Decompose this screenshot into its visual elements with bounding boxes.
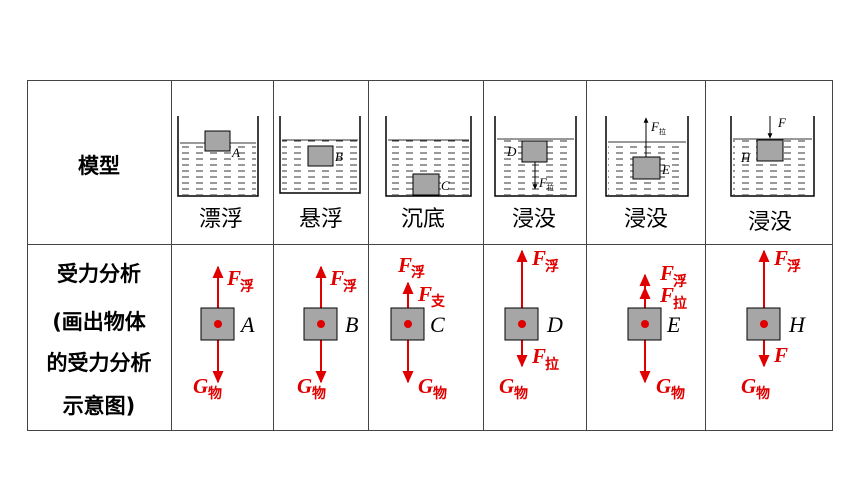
svg-text:F: F [417, 282, 432, 306]
svg-text:物: 物 [514, 385, 528, 402]
state-label-E: 浸没 [624, 207, 668, 232]
svg-text:浮: 浮 [240, 278, 254, 295]
svg-text:F: F [773, 246, 788, 270]
svg-text:A: A [239, 312, 255, 337]
svg-text:B: B [335, 149, 343, 164]
model-cell-A: A [177, 116, 259, 197]
svg-text:F: F [773, 343, 788, 367]
svg-text:D: D [506, 144, 517, 159]
svg-text:F: F [777, 115, 787, 130]
svg-text:物: 物 [671, 385, 685, 402]
svg-text:B: B [345, 312, 358, 337]
svg-text:C: C [430, 312, 445, 337]
block-E [632, 156, 661, 180]
block-H [756, 139, 784, 162]
svg-text:浮: 浮 [787, 258, 801, 275]
svg-text:G: G [297, 374, 312, 398]
svg-text:F: F [226, 266, 241, 290]
model-cell-H: H F [730, 115, 815, 197]
svg-text:F: F [650, 119, 660, 134]
svg-text:浮: 浮 [545, 258, 559, 275]
block-D [521, 140, 548, 163]
svg-text:F: F [659, 261, 674, 285]
svg-text:F: F [531, 344, 546, 368]
svg-text:E: E [666, 312, 681, 337]
state-label-H: 浸没 [748, 210, 792, 235]
svg-text:拉: 拉 [545, 356, 559, 373]
svg-text:F: F [659, 283, 674, 307]
force-analysis-header: 受力分析 (画出物体 的受力分析 示意图) [47, 262, 152, 418]
model-cell-E: E F 拉 [605, 116, 689, 197]
svg-text:(画出物体: (画出物体 [52, 310, 147, 334]
svg-text:的受力分析: 的受力分析 [47, 351, 152, 375]
svg-text:G: G [656, 374, 671, 398]
svg-text:C: C [441, 178, 450, 193]
svg-text:示意图): 示意图) [63, 394, 136, 418]
svg-text:浮: 浮 [343, 278, 357, 295]
svg-text:拉: 拉 [659, 127, 666, 136]
svg-text:物: 物 [312, 385, 326, 402]
svg-text:G: G [193, 374, 208, 398]
svg-text:F: F [329, 266, 344, 290]
svg-text:D: D [546, 312, 563, 337]
svg-text:E: E [661, 162, 670, 177]
table-grid [27, 80, 833, 431]
svg-text:F: F [531, 246, 546, 270]
state-label-A: 漂浮 [199, 207, 243, 232]
svg-text:物: 物 [433, 385, 447, 402]
svg-text:支: 支 [430, 293, 446, 310]
svg-text:H: H [788, 312, 806, 337]
svg-text:F: F [538, 175, 548, 190]
svg-text:G: G [741, 374, 756, 398]
model-cell-B: B [279, 116, 361, 194]
state-label-C: 沉底 [401, 207, 445, 232]
svg-text:H: H [740, 150, 751, 165]
svg-text:F: F [397, 253, 412, 277]
svg-text:G: G [499, 374, 514, 398]
svg-text:拉: 拉 [673, 295, 687, 312]
model-header: 模型 [78, 154, 120, 178]
svg-text:G: G [418, 374, 433, 398]
block-A [204, 130, 231, 152]
svg-text:拉: 拉 [547, 183, 554, 192]
model-cell-D: D F 拉 [494, 116, 577, 197]
state-label-B: 悬浮 [299, 207, 343, 232]
model-cell-C: C [385, 116, 472, 197]
svg-text:物: 物 [756, 385, 770, 402]
svg-text:受力分析: 受力分析 [57, 262, 141, 286]
svg-text:浮: 浮 [411, 264, 425, 281]
svg-text:A: A [231, 145, 240, 160]
block-B [307, 145, 334, 167]
svg-text:物: 物 [208, 385, 222, 402]
state-label-D: 浸没 [512, 207, 556, 232]
block-C [412, 173, 440, 196]
svg-text:浮: 浮 [673, 273, 687, 290]
